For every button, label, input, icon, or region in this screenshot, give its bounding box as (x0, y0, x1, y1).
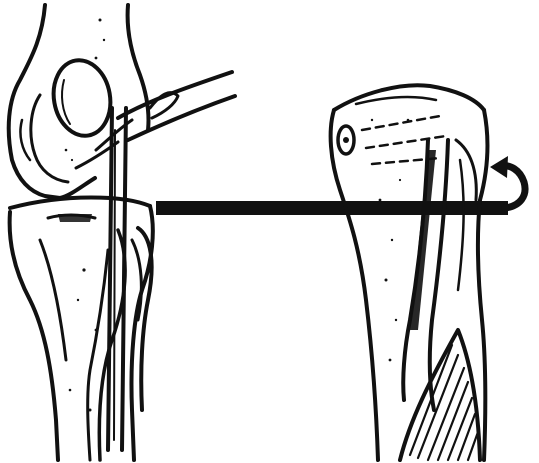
femur-outline (9, 5, 149, 198)
muscle-fibers (400, 330, 480, 460)
bone-texture (371, 119, 410, 362)
knee-joint-left-view (9, 5, 235, 460)
tibia-left-outline (10, 206, 153, 460)
tibia-right-view (331, 85, 488, 460)
graft-strip (403, 140, 428, 400)
tibia-right-outline (331, 110, 378, 460)
central-tendon (108, 108, 126, 450)
joint-line (10, 197, 150, 208)
patella (48, 56, 116, 141)
fibula (138, 228, 152, 410)
